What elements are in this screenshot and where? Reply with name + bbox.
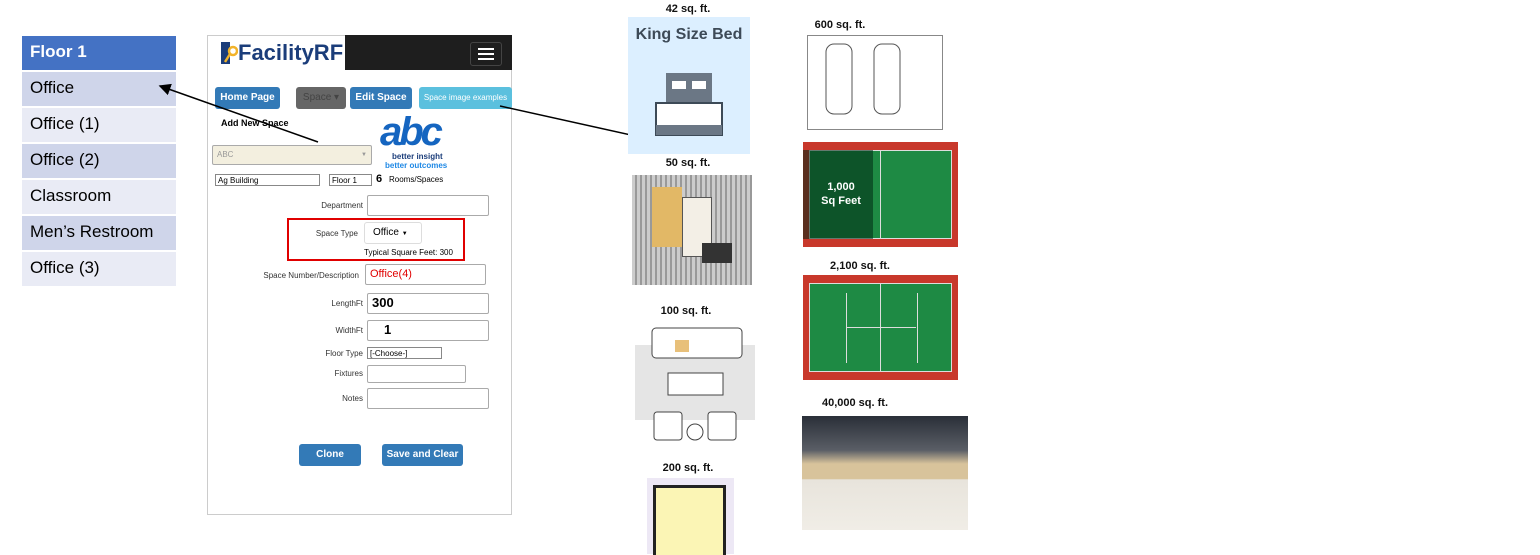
floor-select[interactable]: Floor 1	[329, 174, 372, 186]
storage-unit-image	[632, 175, 752, 285]
bed-caption: 42 sq. ft.	[665, 3, 711, 15]
edit-space-button[interactable]: Edit Space	[350, 87, 412, 109]
chevron-down-icon: ▼	[361, 152, 367, 158]
client-logo: abc	[380, 110, 443, 154]
floor-list-header: Floor 1	[22, 36, 176, 70]
clone-button[interactable]: Clone	[299, 444, 361, 466]
list-item[interactable]: Office (2)	[22, 144, 176, 178]
room-count-label: Rooms/Spaces	[389, 175, 444, 184]
app-navbar	[345, 35, 512, 70]
garage-double-caption: 600 sq. ft.	[814, 19, 866, 31]
living-caption: 100 sq. ft.	[660, 305, 712, 317]
list-item[interactable]: Classroom	[22, 180, 176, 214]
room-count: 6	[376, 173, 383, 185]
typical-square-feet: Typical Square Feet: 300	[364, 248, 453, 257]
double-garage-image	[807, 35, 943, 130]
notes-input[interactable]	[367, 388, 489, 409]
space-type-label: Space Type	[315, 229, 358, 238]
garage-single-caption: 200 sq. ft.	[662, 462, 714, 474]
court-label-2: Sq Feet	[821, 195, 861, 207]
brand-name: FacilityRF	[238, 40, 344, 65]
floor-type-select[interactable]: [-Choose-]	[367, 347, 442, 359]
fixtures-label: Fixtures	[334, 369, 363, 378]
list-item[interactable]: Office (3)	[22, 252, 176, 286]
king-bed-image: King Size Bed	[628, 17, 750, 154]
client-select-value: ABC	[217, 150, 234, 159]
court-label-1: 1,000	[827, 181, 855, 193]
space-number-input[interactable]: Office(4)	[365, 264, 486, 285]
space-number-label: Space Number/Description	[263, 271, 359, 280]
bed-icon	[655, 73, 723, 136]
caret-down-icon: ▼	[401, 231, 408, 237]
gym-caption: 40,000 sq. ft.	[821, 397, 889, 409]
fixtures-input[interactable]	[367, 365, 466, 383]
hamburger-icon[interactable]	[470, 42, 502, 66]
width-input[interactable]: 1	[367, 320, 489, 341]
space-dropdown-button[interactable]: Space ▾	[296, 87, 346, 109]
width-label: WidthFt	[335, 326, 363, 335]
building-select[interactable]: Ag Building	[215, 174, 320, 186]
save-and-clear-button[interactable]: Save and Clear	[382, 444, 463, 466]
home-page-button[interactable]: Home Page	[215, 87, 280, 109]
bed-title: King Size Bed	[635, 26, 743, 43]
space-type-value: Office	[373, 227, 399, 238]
space-image-examples-button[interactable]: Space image examples	[419, 87, 512, 109]
living-room-image	[630, 320, 758, 445]
brand-logo-icon	[220, 40, 239, 66]
logo-tagline-2: better outcomes	[385, 161, 448, 170]
space-type-highlight	[287, 218, 465, 261]
gymnasium-image	[802, 416, 968, 530]
logo-tagline-1: better insight	[392, 152, 443, 161]
space-type-dropdown[interactable]: Office ▼	[364, 222, 422, 244]
form-title: Add New Space	[221, 118, 289, 128]
length-label: LengthFt	[331, 299, 363, 308]
department-input[interactable]	[367, 195, 489, 216]
client-select[interactable]: ABC ▼	[212, 145, 372, 165]
single-garage-image	[647, 478, 734, 555]
floor-type-label: Floor Type	[325, 349, 363, 358]
list-item[interactable]: Office	[22, 72, 176, 106]
department-label: Department	[321, 201, 363, 210]
tennis-court-2100-image	[803, 275, 958, 380]
list-item[interactable]: Men’s Restroom	[22, 216, 176, 250]
notes-label: Notes	[342, 394, 363, 403]
storage-caption: 50 sq. ft.	[665, 157, 711, 169]
tennis-court-1000-image: 1,000 Sq Feet	[803, 142, 958, 247]
court-caption: 2,100 sq. ft.	[830, 260, 890, 272]
list-item[interactable]: Office (1)	[22, 108, 176, 142]
length-input[interactable]: 300	[367, 293, 489, 314]
